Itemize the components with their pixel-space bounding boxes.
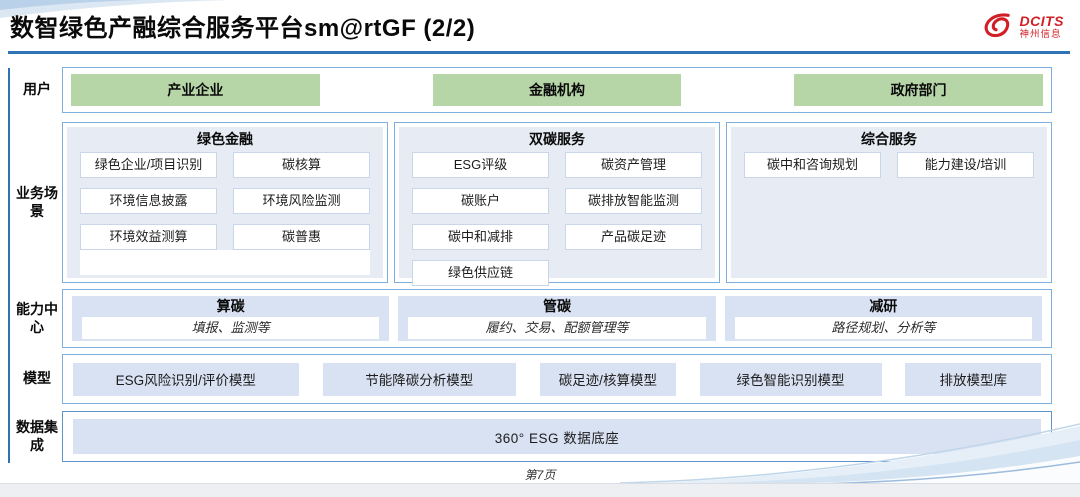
scenario-item: 环境风险监测 [233,188,370,214]
model-box: ESG风险识别/评价模型 [73,362,299,396]
model-box: 节能降碳分析模型 [322,362,517,396]
scenario-item: 碳排放智能监测 [565,188,702,214]
scenario-column-green-finance: 绿色金融 绿色企业/项目识别 碳核算 环境信息披露 环境风险监测 环境效益测算 … [62,122,388,283]
row-data-integration: 数据集成 360° ESG 数据底座 [14,411,1052,462]
logo-brand-text: DCITS [1019,12,1064,29]
title-underline [8,51,1070,54]
user-box: 政府部门 [794,74,1043,106]
row-business-scenarios: 业务场景 绿色金融 绿色企业/项目识别 碳核算 环境信息披露 环境风险监测 环境… [14,122,1052,286]
capabilities-container: 算碳 填报、监测等 管碳 履约、交易、配额管理等 减研 路径规划、分析等 [62,289,1052,348]
row-label-capabilities: 能力中心 [16,301,58,335]
scenario-item: ESG评级 [412,152,549,178]
page-title: 数智绿色产融综合服务平台sm@rtGF (2/2) [10,15,476,42]
capability-desc: 履约、交易、配额管理等 [408,317,706,339]
architecture-diagram: 用户 产业企业 金融机构 政府部门 业务场景 绿色金融 绿色企业/项目识别 碳核… [14,67,1052,462]
row-label-data-integration: 数据集成 [16,419,58,453]
column-header: 综合服务 [861,131,917,147]
scenario-item: 产品碳足迹 [565,224,702,250]
left-accent-line [8,68,10,463]
scenario-item: 碳资产管理 [565,152,702,178]
users-container: 产业企业 金融机构 政府部门 [62,67,1052,113]
user-box: 产业企业 [71,74,320,106]
scenario-item: 碳中和减排 [412,224,549,250]
model-box: 排放模型库 [905,362,1041,396]
row-label-scenarios: 业务场景 [16,185,58,219]
scenario-column-dual-carbon: 双碳服务 ESG评级 碳资产管理 碳账户 碳排放智能监测 碳中和减排 产品碳足迹… [394,122,720,286]
capability-header: 减研 [869,298,898,314]
scenario-item: 碳核算 [233,152,370,178]
user-box: 金融机构 [432,74,682,106]
scenario-column-comprehensive: 综合服务 碳中和咨询规划 能力建设/培训 [726,122,1052,283]
model-box: 绿色智能识别模型 [699,362,882,396]
row-label-users: 用户 [23,81,51,98]
logo-company-text: 神州信息 [1019,28,1062,40]
column-header: 双碳服务 [529,131,585,147]
row-capability-center: 能力中心 算碳 填报、监测等 管碳 履约、交易、配额管理等 减研 路径规划、分析… [14,289,1052,348]
scenario-item: 绿色企业/项目识别 [80,152,217,178]
column-header: 绿色金融 [197,131,253,147]
row-users: 用户 产业企业 金融机构 政府部门 [14,67,1052,113]
scenario-item: 碳账户 [412,188,549,214]
row-models: 模型 ESG风险识别/评价模型 节能降碳分析模型 碳足迹/核算模型 绿色智能识别… [14,354,1052,404]
scenario-item: 碳普惠 [233,224,370,250]
empty-item-box [80,250,370,275]
scenario-item: 绿色供应链 [412,260,549,286]
bottom-strip [0,483,1080,497]
scenario-item: 环境信息披露 [80,188,217,214]
capability-header: 算碳 [216,298,245,314]
capability-desc: 路径规划、分析等 [734,317,1032,339]
capability-box: 管碳 履约、交易、配额管理等 [398,296,716,341]
dcits-logo-icon [984,13,1010,38]
model-box: 碳足迹/核算模型 [540,362,676,396]
capability-header: 管碳 [542,298,571,314]
capability-box: 算碳 填报、监测等 [72,296,390,341]
scenario-item: 环境效益测算 [80,224,217,250]
row-label-models: 模型 [23,370,51,387]
dcits-logo: DCITS 神州信息 [981,13,1065,40]
data-integration-container: 360° ESG 数据底座 [62,411,1052,462]
capability-desc: 填报、监测等 [82,317,380,339]
scenario-item: 碳中和咨询规划 [744,152,881,178]
page-number: 第7页 [524,468,556,482]
scenario-item: 能力建设/培训 [897,152,1034,178]
models-container: ESG风险识别/评价模型 节能降碳分析模型 碳足迹/核算模型 绿色智能识别模型 … [62,354,1052,404]
capability-box: 减研 路径规划、分析等 [724,296,1042,341]
data-base-box: 360° ESG 数据底座 [73,419,1041,454]
